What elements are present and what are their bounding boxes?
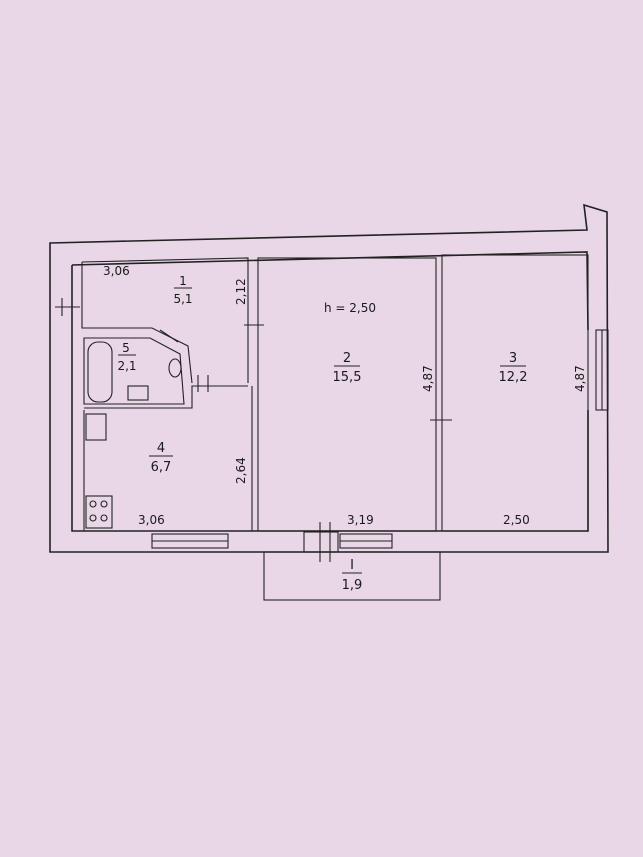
balcony-outline — [263, 551, 441, 601]
room-3-area: 12,2 — [499, 370, 528, 385]
room-2-number: 2 — [343, 351, 351, 366]
stove-burner-3 — [89, 514, 97, 522]
balcony-area: 1,9 — [342, 578, 363, 593]
room-5-number: 5 — [122, 341, 130, 355]
toilet-icon — [168, 358, 182, 378]
room-1-number: 1 — [179, 274, 187, 288]
room-1-area: 5,1 — [173, 292, 192, 306]
room-5-outline — [83, 337, 185, 405]
dim-room4-width: 3,06 — [138, 513, 165, 527]
height-label: h = 2,50 — [324, 301, 376, 315]
dim-room1-width: 3,06 — [103, 264, 130, 278]
kitchen-sink-icon — [85, 413, 107, 441]
dim-room2-width: 3,19 — [347, 513, 374, 527]
stove-burner-4 — [100, 514, 108, 522]
room-3-number: 3 — [509, 351, 517, 366]
sink-icon — [127, 385, 149, 401]
room-2-outline — [257, 257, 437, 532]
room-4-top-wall — [84, 385, 248, 409]
dim-room3-depth: 4,87 — [573, 365, 587, 392]
room-3-outline — [441, 254, 589, 532]
dim-room3-width: 2,50 — [503, 513, 530, 527]
dim-room2-depth: 4,87 — [421, 365, 435, 392]
bath-door-mark — [159, 329, 179, 343]
stove-icon — [85, 495, 113, 529]
balcony-number: I — [350, 558, 354, 573]
room-4-area: 6,7 — [151, 460, 172, 475]
dim-room1-depth: 2,12 — [234, 278, 248, 305]
bathtub-icon — [87, 341, 113, 403]
room-5-area: 2,1 — [117, 359, 136, 373]
stove-burner-2 — [100, 500, 108, 508]
outer-wall-outer — [49, 203, 609, 553]
outer-wall-inner — [71, 251, 589, 532]
room-2-area: 15,5 — [333, 370, 362, 385]
room-4-number: 4 — [157, 441, 165, 456]
room-1-outline — [81, 257, 249, 384]
balcony-door — [303, 531, 339, 553]
stove-burner-1 — [89, 500, 97, 508]
room-4-outline — [83, 386, 253, 531]
dim-room4-depth: 2,64 — [234, 457, 248, 484]
